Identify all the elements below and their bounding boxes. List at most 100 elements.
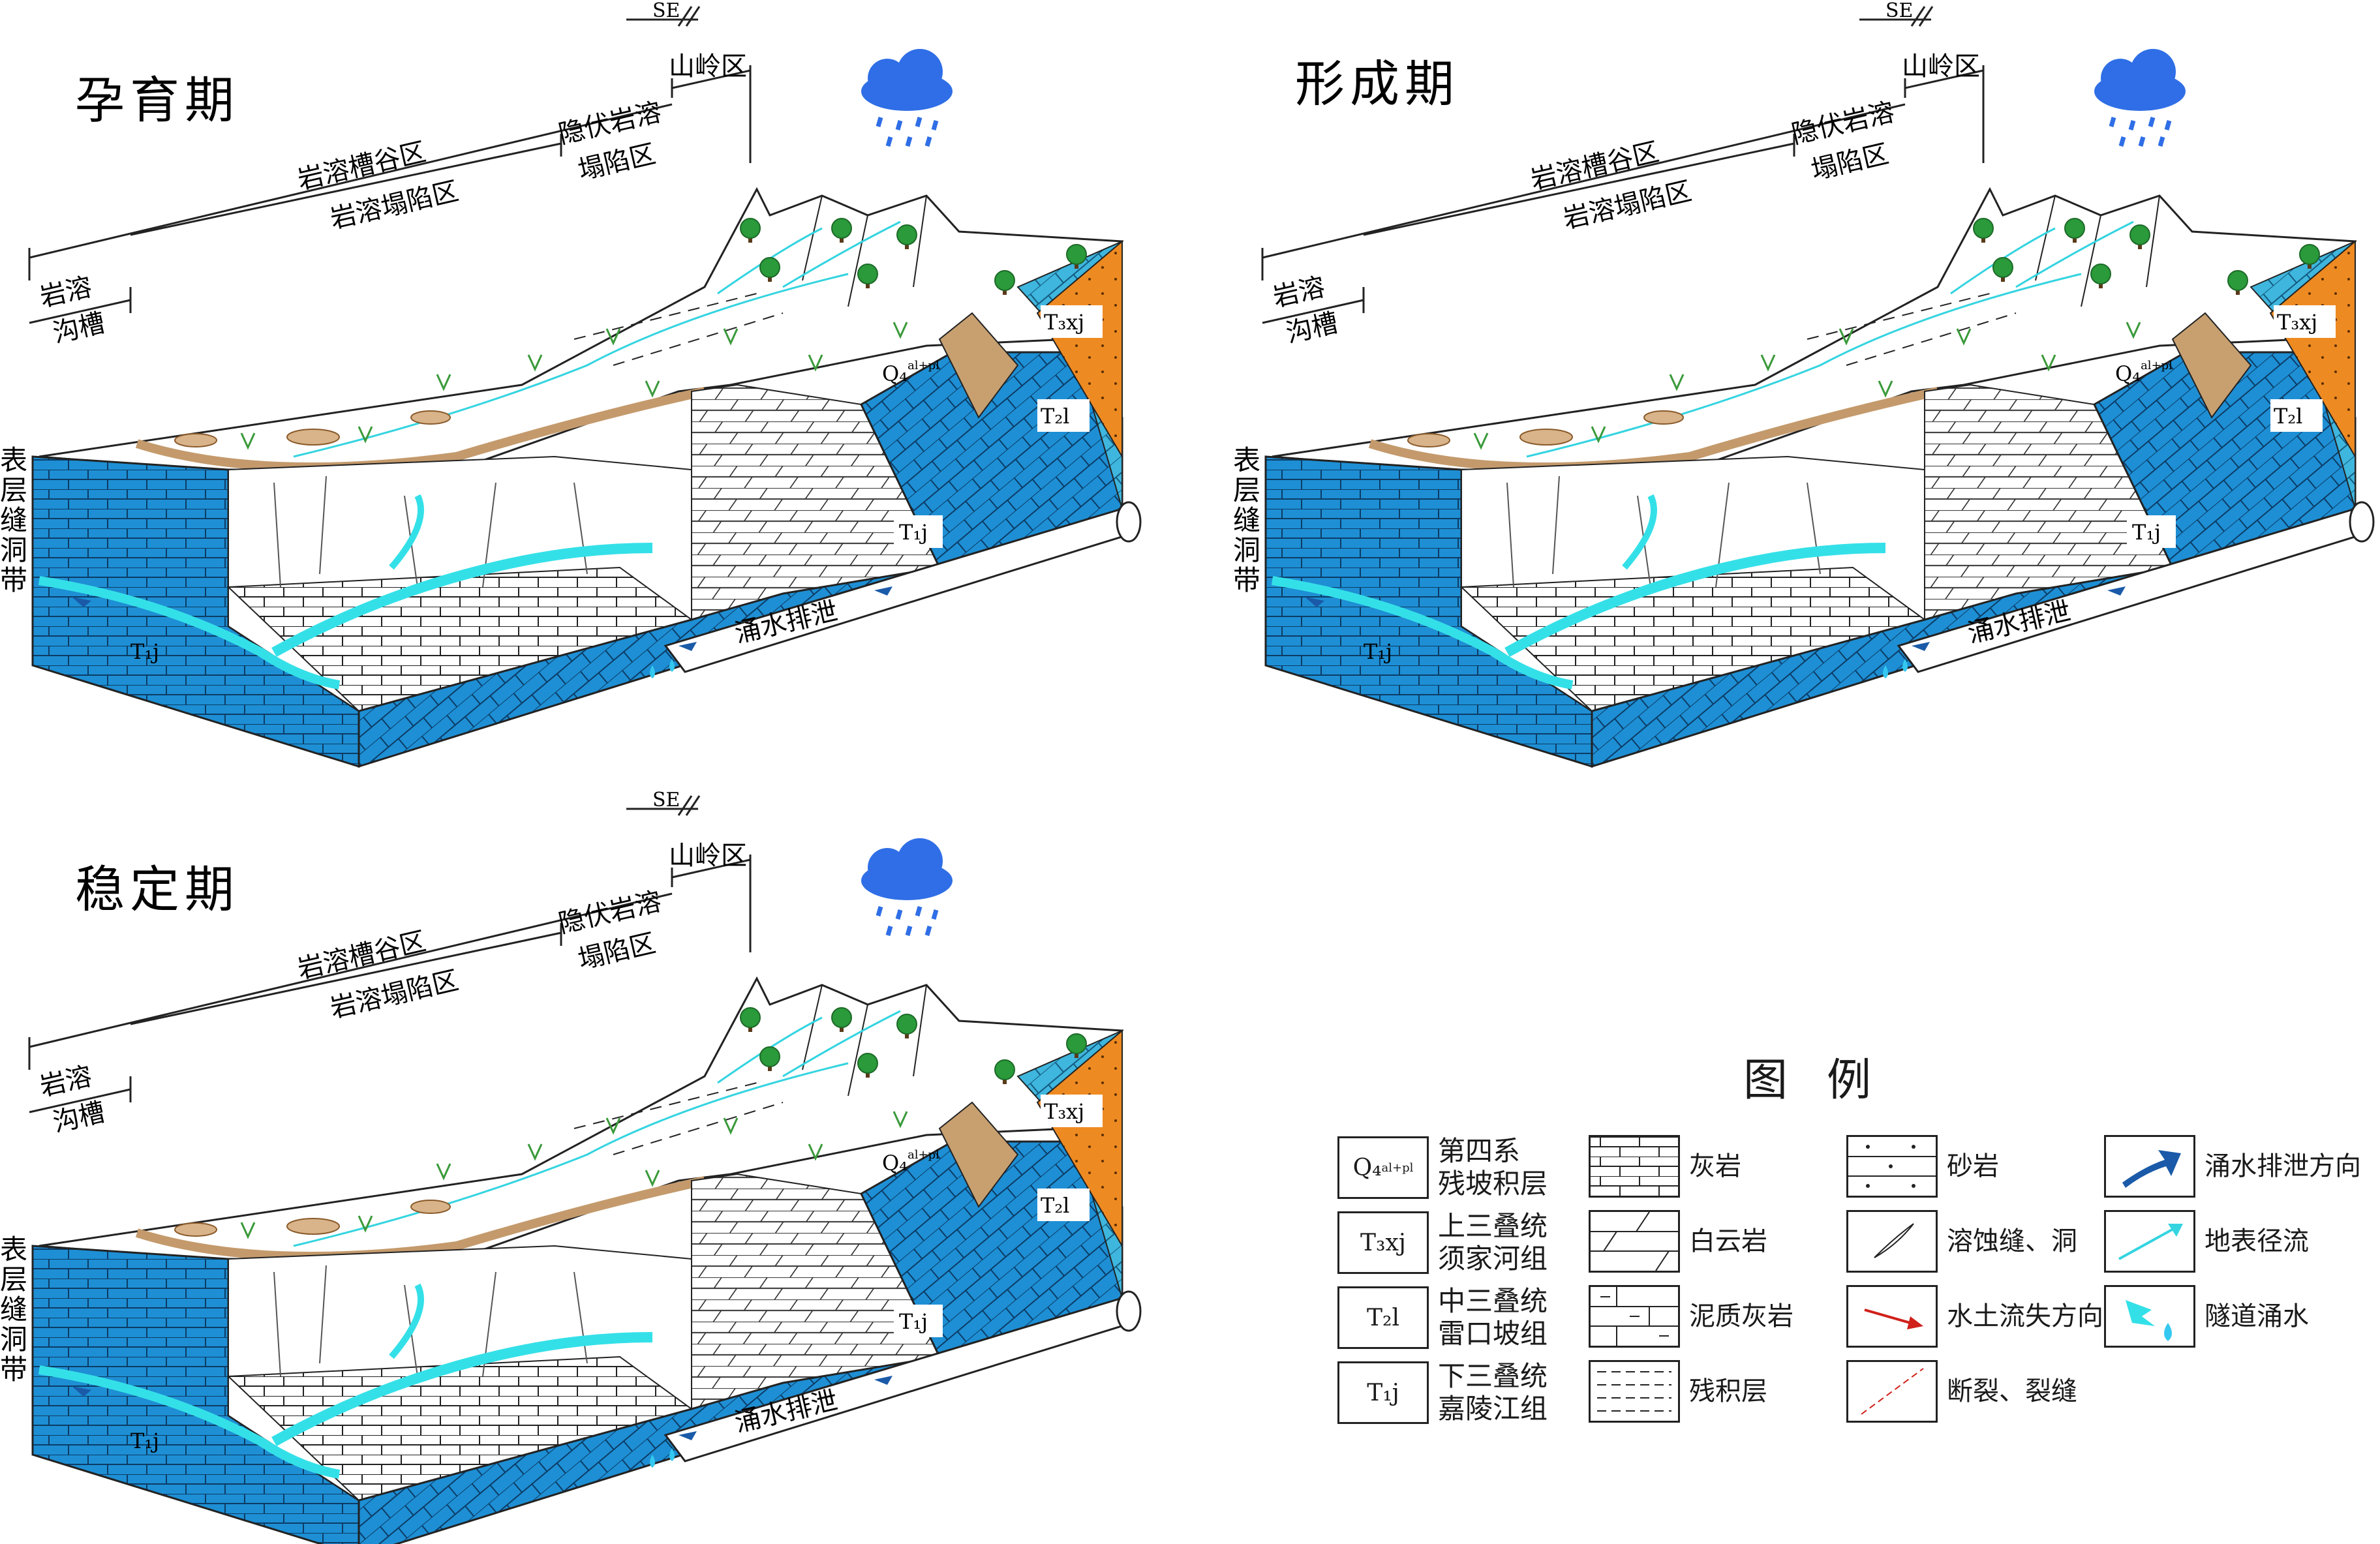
legend-symbol-t3xj: T₃xj: [1337, 1211, 1429, 1274]
tunnel-water-icon: [2104, 1285, 2195, 1348]
side-label-3: 缝: [0, 1294, 27, 1325]
legend-label: 隧道涌水: [2205, 1301, 2309, 1331]
legend-item-tunnel-water: 隧道涌水: [2104, 1285, 2309, 1348]
karst-fissure-icon: [1846, 1210, 1938, 1273]
legend-item-t1j: T₁j 下三叠统嘉陵江组: [1337, 1360, 1548, 1425]
zone-mountain-label: 山岭区: [669, 52, 747, 82]
stratum-j-right-label: T₁j: [2132, 520, 2161, 545]
panel-stable: 稳定期 SE 山岭区 岩溶槽谷区 隐伏岩溶 塌陷区 岩溶塌陷区 岩溶 沟槽 表 …: [0, 789, 1140, 1544]
legend-label-line2: 残坡积层: [1438, 1168, 1548, 1200]
side-label-2: 层: [0, 1264, 27, 1295]
side-label-4: 洞: [1233, 534, 1260, 566]
legend-label: 水土流失方向: [1947, 1301, 2103, 1331]
stratum-xj-label: T₃xj: [2277, 310, 2317, 335]
sandstone-pattern-icon: [1846, 1135, 1938, 1198]
drain-direction-arrow-icon: [2104, 1135, 2195, 1198]
stratum-j-left-label: T₁j: [130, 639, 159, 664]
side-label-1: 表: [0, 1234, 27, 1265]
panel-incubation: 孕育期 SE 山岭区 岩溶槽谷区 隐伏岩溶 塌陷区 岩溶塌陷区 岩溶 沟槽 表 …: [0, 0, 1140, 766]
legend-label: 残积层: [1689, 1376, 1767, 1406]
legend-item-sandstone: 砂岩: [1846, 1135, 1999, 1198]
stratum-xj-label: T₃xj: [1044, 1099, 1084, 1124]
stratum-j-right-label: T₁j: [899, 1309, 928, 1334]
zone-hidden-collapse-label-2: 塌陷区: [575, 928, 658, 975]
legend-item-fault: 断裂、裂缝: [1846, 1360, 2077, 1423]
surface-flow-arrow-icon: [2104, 1210, 2195, 1273]
legend-item-karst-fissure: 溶蚀缝、洞: [1846, 1210, 2077, 1273]
panel-formation: 形成期 SE 山岭区 岩溶槽谷区 隐伏岩溶 塌陷区 岩溶塌陷区 岩溶 沟槽 表 …: [1233, 0, 2373, 766]
zone-hidden-collapse-label-2: 塌陷区: [575, 139, 658, 186]
legend-label: 断裂、裂缝: [1947, 1376, 2077, 1406]
side-label-2: 层: [1233, 474, 1260, 506]
direction-label: SE: [652, 0, 680, 22]
legend-label: 砂岩: [1947, 1151, 1999, 1181]
zone-mountain-label: 山岭区: [1902, 52, 1980, 82]
legend-item-t2l: T₂l 中三叠统雷口坡组: [1337, 1285, 1548, 1350]
zone-hidden-collapse-label-2: 塌陷区: [1808, 139, 1891, 186]
legend-label-line2: 须家河组: [1438, 1243, 1548, 1275]
side-label-1: 表: [0, 444, 27, 476]
legend-label-line1: 下三叠统: [1438, 1360, 1548, 1392]
legend-item-residual: 残积层: [1589, 1360, 1767, 1423]
stratum-j-right-label: T₁j: [899, 520, 928, 545]
zone-gully-label-1: 岩溶: [37, 272, 95, 313]
legend-item-marly-limestone: 泥质灰岩: [1589, 1285, 1793, 1348]
soil-loss-arrow-icon: [1846, 1285, 1938, 1348]
panel-title: 孕育期: [75, 71, 239, 129]
side-label-3: 缝: [1233, 504, 1260, 536]
side-label-2: 层: [0, 474, 27, 506]
panel-title: 形成期: [1295, 55, 1459, 113]
direction-label: SE: [1885, 0, 1913, 22]
zone-gully-label-2: 沟槽: [50, 308, 108, 349]
zone-gully-label-2: 沟槽: [50, 1097, 108, 1138]
side-label-4: 洞: [0, 1324, 27, 1355]
side-label-4: 洞: [0, 534, 27, 566]
stratum-l-label: T₂l: [1041, 1193, 1069, 1218]
legend-label-line2: 雷口坡组: [1438, 1318, 1548, 1350]
legend-item-dolomite: 白云岩: [1589, 1210, 1767, 1273]
dolomite-pattern-icon: [1589, 1210, 1680, 1273]
side-label-1: 表: [1233, 444, 1260, 476]
legend-label: 泥质灰岩: [1689, 1301, 1793, 1331]
legend-item-surface-flow: 地表径流: [2104, 1210, 2309, 1273]
legend-label-line2: 嘉陵江组: [1438, 1393, 1548, 1425]
legend-symbol-t1j: T₁j: [1337, 1361, 1429, 1424]
legend-label-line1: 中三叠统: [1438, 1285, 1548, 1317]
marly-limestone-pattern-icon: [1589, 1285, 1680, 1348]
zone-gully-label-1: 岩溶: [1270, 272, 1328, 313]
stratum-j-left-label: T₁j: [130, 1429, 159, 1453]
side-label-5: 带: [1233, 564, 1260, 596]
legend-label-line1: 上三叠统: [1438, 1210, 1548, 1242]
zone-gully-label-2: 沟槽: [1283, 308, 1341, 349]
legend-label: 溶蚀缝、洞: [1947, 1226, 2077, 1256]
legend-label: 灰岩: [1689, 1151, 1741, 1181]
legend-symbol-t2l: T₂l: [1337, 1286, 1429, 1349]
legend-label: 涌水排泄方向: [2205, 1151, 2361, 1181]
panel-title: 稳定期: [75, 860, 239, 918]
legend-label-line1: 第四系: [1438, 1135, 1521, 1167]
legend-item-t3xj: T₃xj 上三叠统须家河组: [1337, 1210, 1548, 1275]
side-label-3: 缝: [0, 504, 27, 536]
zone-mountain-label: 山岭区: [669, 841, 747, 871]
limestone-pattern-icon: [1589, 1135, 1680, 1198]
fault-line-icon: [1846, 1360, 1938, 1423]
stratum-q-label: Q₄al+pl: [882, 359, 939, 386]
stratum-q-label: Q₄al+pl: [2115, 359, 2173, 386]
direction-label: SE: [652, 789, 680, 811]
legend-item-soil-loss: 水土流失方向: [1846, 1285, 2103, 1348]
residual-layer-pattern-icon: [1589, 1360, 1680, 1423]
side-label-5: 带: [0, 1354, 27, 1385]
stratum-l-label: T₂l: [1041, 404, 1069, 429]
stratum-j-left-label: T₁j: [1364, 639, 1392, 664]
legend-label: 白云岩: [1689, 1226, 1767, 1256]
legend-title: 图例: [1743, 1055, 1910, 1106]
zone-gully-label-1: 岩溶: [37, 1061, 95, 1102]
side-label-5: 带: [0, 564, 27, 596]
stratum-l-label: T₂l: [2274, 404, 2302, 429]
legend-item-limestone: 灰岩: [1589, 1135, 1741, 1198]
legend-item-drain-direction: 涌水排泄方向: [2104, 1135, 2361, 1198]
